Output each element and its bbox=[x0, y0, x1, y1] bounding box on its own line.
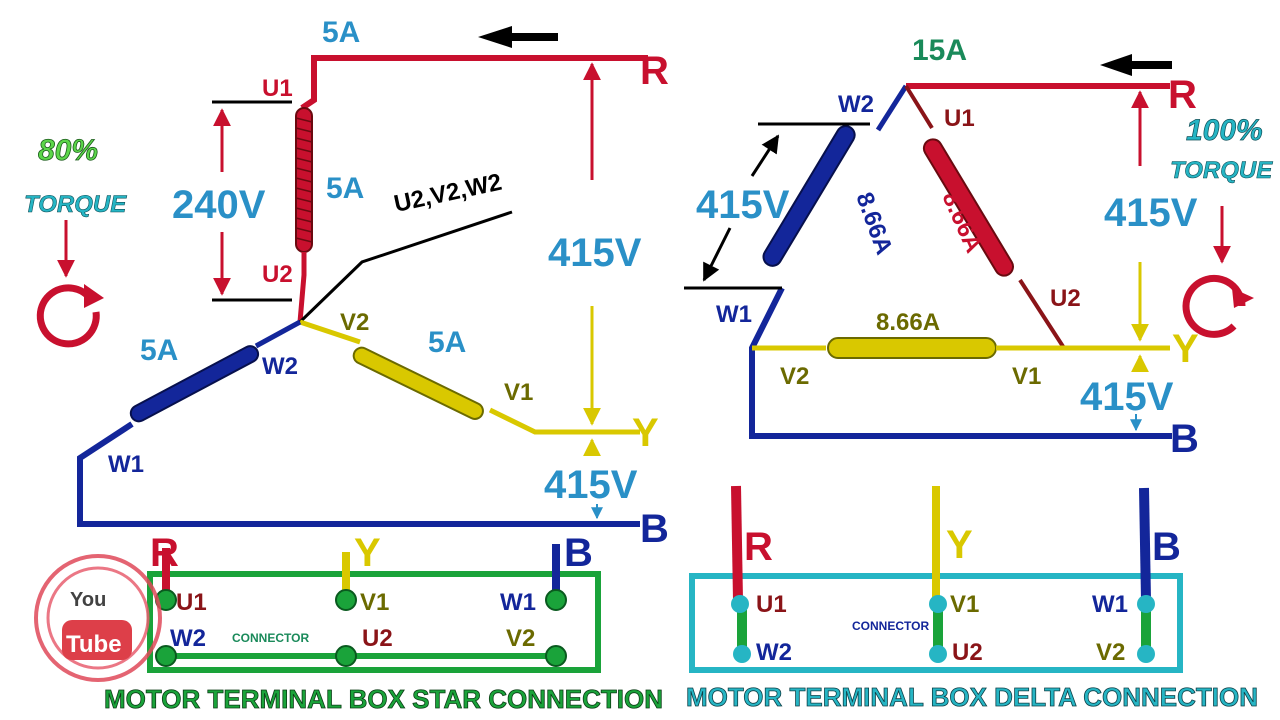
watermark-you: You bbox=[70, 589, 106, 611]
delta-box-w1: W1 bbox=[1092, 591, 1128, 618]
delta-coil-w-current: 8.66A bbox=[850, 189, 897, 258]
star-u-coil-turns bbox=[295, 117, 313, 243]
delta-voltage-right: 415V bbox=[1104, 191, 1198, 235]
star-box-title: MOTOR TERMINAL BOX STAR CONNECTION bbox=[104, 684, 663, 714]
delta-torque-pct: 100% bbox=[1186, 114, 1263, 147]
delta-term-u1: U1 bbox=[944, 105, 975, 132]
delta-w-coil bbox=[762, 125, 856, 267]
delta-torque-word: TORQUE bbox=[1170, 157, 1273, 184]
star-r-wire bbox=[300, 55, 648, 111]
delta-coil-v-current: 8.66A bbox=[876, 309, 940, 336]
star-box-w2: W2 bbox=[170, 625, 206, 652]
watermark-tube: Tube bbox=[66, 631, 122, 658]
delta-box-title: MOTOR TERMINAL BOX DELTA CONNECTION bbox=[686, 682, 1258, 712]
star-w-coil bbox=[129, 345, 260, 423]
star-box-b: B bbox=[564, 531, 593, 575]
star-diagram: 5A R U1 5A 240V U2 U2,V2,W2 415V V2 5A V… bbox=[24, 16, 669, 714]
star-voltage-line: 415V bbox=[548, 231, 642, 275]
delta-voltage-bottom: 415V bbox=[1080, 375, 1174, 419]
star-box-y: Y bbox=[354, 531, 381, 575]
delta-term-v1: V1 bbox=[1012, 363, 1041, 390]
delta-phase-r: R bbox=[1168, 73, 1197, 117]
star-term-u1: U1 bbox=[262, 75, 293, 102]
star-box-v2: V2 bbox=[506, 625, 535, 652]
star-term-w2: W2 bbox=[262, 353, 298, 380]
delta-box-u1: U1 bbox=[756, 591, 787, 618]
delta-phase-b: B bbox=[1170, 417, 1199, 461]
star-v-coil bbox=[352, 346, 484, 420]
delta-box-b: B bbox=[1152, 525, 1181, 569]
star-term-v2: V2 bbox=[340, 309, 369, 336]
star-coil-u-current: 5A bbox=[326, 172, 364, 205]
delta-term-v2: V2 bbox=[780, 363, 809, 390]
star-box-v1: V1 bbox=[360, 589, 389, 616]
delta-u-coil bbox=[922, 138, 1014, 277]
current-direction-arrow-icon bbox=[1100, 54, 1172, 76]
star-torque-word: TORQUE bbox=[24, 191, 127, 218]
star-phase-b: B bbox=[640, 507, 669, 551]
delta-box-w2: W2 bbox=[756, 639, 792, 666]
star-box-u1: U1 bbox=[176, 589, 207, 616]
delta-term-u2: U2 bbox=[1050, 285, 1081, 312]
current-direction-arrow-icon bbox=[478, 26, 558, 48]
delta-box-connector: CONNECTOR bbox=[852, 619, 929, 633]
star-box-w1: W1 bbox=[500, 589, 536, 616]
delta-diagram: 15A R W2 U1 415V 8.66A 8.66A 415V U2 W1 … bbox=[684, 34, 1274, 712]
star-point-wire bbox=[298, 210, 513, 324]
star-box-connector: CONNECTOR bbox=[232, 631, 309, 645]
delta-box-r: R bbox=[744, 525, 773, 569]
rotation-arrow-icon bbox=[36, 284, 104, 348]
star-point-label: U2,V2,W2 bbox=[392, 169, 505, 218]
star-coil-v-current: 5A bbox=[428, 326, 466, 359]
star-voltage-bottom: 415V bbox=[544, 463, 638, 507]
delta-box-u2: U2 bbox=[952, 639, 983, 666]
delta-current-top: 15A bbox=[912, 34, 967, 67]
star-phase-y: Y bbox=[632, 411, 659, 455]
star-term-v1: V1 bbox=[504, 379, 533, 406]
delta-box-y: Y bbox=[946, 523, 973, 567]
star-term-u2: U2 bbox=[262, 261, 293, 288]
delta-term-w1: W1 bbox=[716, 301, 752, 328]
star-current-top: 5A bbox=[322, 16, 360, 49]
star-box-r: R bbox=[150, 531, 179, 575]
star-phase-r: R bbox=[640, 49, 669, 93]
star-box-u2: U2 bbox=[362, 625, 393, 652]
rotation-arrow-icon bbox=[1182, 274, 1254, 338]
star-b-wire bbox=[77, 421, 640, 527]
star-coil-w-current: 5A bbox=[140, 334, 178, 367]
delta-v-coil bbox=[827, 337, 997, 359]
delta-phase-y: Y bbox=[1172, 327, 1199, 371]
delta-voltage-left: 415V bbox=[696, 183, 790, 227]
delta-term-w2: W2 bbox=[838, 91, 874, 118]
youtube-logo-icon: You Tube bbox=[34, 554, 162, 682]
star-terminal-box bbox=[147, 571, 601, 673]
delta-box-v2: V2 bbox=[1096, 639, 1125, 666]
star-torque-pct: 80% bbox=[38, 134, 98, 167]
star-term-w1: W1 bbox=[108, 451, 144, 478]
star-voltage-phase: 240V bbox=[172, 183, 266, 227]
delta-box-v1: V1 bbox=[950, 591, 979, 618]
